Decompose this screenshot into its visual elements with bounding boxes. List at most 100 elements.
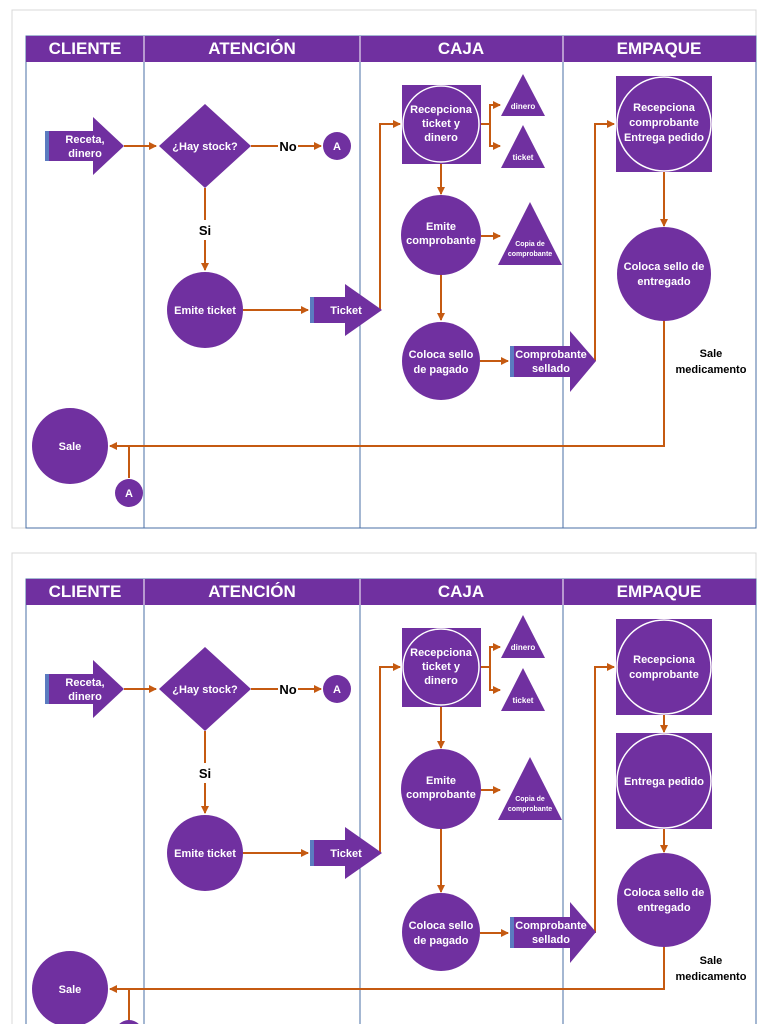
svg-text:A: A: [125, 488, 133, 500]
svg-text:Recepciona: Recepciona: [410, 647, 473, 659]
connector-a-bottom: A: [115, 479, 143, 507]
svg-text:Sale: Sale: [59, 441, 82, 453]
si-label-2: Si: [199, 766, 211, 781]
lane-header-bar: [26, 36, 756, 62]
lane-cliente-2: CLIENTE: [49, 582, 122, 601]
sale-node: Sale: [32, 408, 108, 484]
svg-text:comprobante: comprobante: [508, 806, 552, 813]
svg-text:¿Hay stock?: ¿Hay stock?: [172, 141, 238, 153]
sale-medicamento-label-2: medicamento: [676, 364, 747, 376]
svg-text:dinero: dinero: [511, 102, 536, 111]
recepciona-comprobante-entrega-node: Recepciona comprobante Entrega pedido: [616, 76, 712, 172]
recepciona-comprobante-node-2: Recepciona comprobante: [616, 619, 712, 715]
lane-caja-2: CAJA: [438, 582, 484, 601]
no-label-2: No: [279, 682, 296, 697]
svg-text:Emite ticket: Emite ticket: [174, 848, 236, 860]
emite-ticket-node: Emite ticket: [167, 272, 243, 348]
svg-text:ticket y: ticket y: [422, 661, 461, 673]
svg-text:entregado: entregado: [637, 276, 690, 288]
connector-a-2: A: [323, 675, 351, 703]
svg-text:Recepciona: Recepciona: [410, 104, 473, 116]
copia-comprobante-triangle-2: Copia de comprobante: [498, 757, 562, 820]
connector-a: A: [323, 132, 351, 160]
svg-text:comprobante: comprobante: [508, 251, 552, 258]
sale-medicamento-label: Sale: [700, 348, 723, 360]
copia-comprobante-triangle: Copia de comprobante: [498, 202, 562, 265]
svg-text:Copia de: Copia de: [515, 796, 545, 803]
svg-text:ticket y: ticket y: [422, 118, 461, 130]
svg-text:sellado: sellado: [532, 363, 570, 375]
svg-text:Comprobante: Comprobante: [515, 349, 587, 361]
svg-text:dinero: dinero: [68, 148, 102, 160]
comprobante-sellado-arrow-2: Comprobante sellado: [510, 902, 596, 963]
recepciona-ticket-dinero-2: Recepciona ticket y dinero: [402, 628, 481, 707]
svg-text:comprobante: comprobante: [406, 789, 476, 801]
lane-caja: CAJA: [438, 39, 484, 58]
svg-text:Coloca sello: Coloca sello: [409, 920, 474, 932]
lane-cliente: CLIENTE: [49, 39, 122, 58]
lane-atencion-2: ATENCIÓN: [208, 582, 296, 601]
svg-text:dinero: dinero: [68, 691, 102, 703]
si-label: Si: [199, 223, 211, 238]
svg-text:Entrega pedido: Entrega pedido: [624, 776, 704, 788]
svg-text:¿Hay stock?: ¿Hay stock?: [172, 684, 238, 696]
svg-text:Emite ticket: Emite ticket: [174, 305, 236, 317]
no-label: No: [279, 139, 296, 154]
coloca-sello-pagado-node: Coloca sello de pagado: [402, 322, 480, 400]
hay-stock-decision-2: ¿Hay stock?: [159, 647, 251, 731]
dinero-triangle: dinero: [501, 74, 545, 116]
svg-text:A: A: [333, 684, 341, 696]
coloca-sello-entregado-node: Coloca sello de entregado: [617, 227, 711, 321]
svg-text:Sale: Sale: [59, 984, 82, 996]
coloca-sello-entregado-node-2: Coloca sello de entregado: [617, 853, 711, 947]
svg-text:Coloca sello: Coloca sello: [409, 349, 474, 361]
svg-text:Coloca sello de: Coloca sello de: [624, 887, 705, 899]
svg-text:Recepciona: Recepciona: [633, 102, 696, 114]
svg-text:entregado: entregado: [637, 902, 690, 914]
recepciona-ticket-dinero: Recepciona ticket y dinero: [402, 85, 481, 164]
svg-text:de pagado: de pagado: [413, 364, 468, 376]
sale-medicamento-label-b: Sale: [700, 955, 723, 967]
svg-text:Entrega pedido: Entrega pedido: [624, 132, 704, 144]
svg-text:Copia de: Copia de: [515, 241, 545, 248]
emite-comprobante-node: Emite comprobante: [401, 195, 481, 275]
svg-text:Ticket: Ticket: [330, 305, 362, 317]
svg-text:sellado: sellado: [532, 934, 570, 946]
emite-comprobante-node-2: Emite comprobante: [401, 749, 481, 829]
receta-dinero-arrow: Receta, dinero: [45, 117, 124, 175]
ticket-arrow: Ticket: [310, 284, 382, 336]
svg-text:de pagado: de pagado: [413, 935, 468, 947]
comprobante-sellado-arrow: Comprobante sellado: [510, 331, 596, 392]
lane-empaque-2: EMPAQUE: [617, 582, 702, 601]
flowchart-1: CLIENTE ATENCIÓN CAJA EMPAQUE Receta, di…: [11, 9, 757, 529]
connector-a-bottom-2: [119, 1020, 139, 1024]
svg-text:dinero: dinero: [424, 675, 458, 687]
emite-ticket-node-2: Emite ticket: [167, 815, 243, 891]
coloca-sello-pagado-node-2: Coloca sello de pagado: [402, 893, 480, 971]
dinero-triangle-2: dinero: [501, 615, 545, 658]
ticket-arrow-2: Ticket: [310, 827, 382, 879]
svg-text:Coloca sello de: Coloca sello de: [624, 261, 705, 273]
svg-text:Emite: Emite: [426, 221, 456, 233]
svg-text:dinero: dinero: [424, 132, 458, 144]
lane-atencion: ATENCIÓN: [208, 39, 296, 58]
svg-text:ticket: ticket: [513, 696, 534, 705]
svg-text:Recepciona: Recepciona: [633, 654, 696, 666]
svg-text:Emite: Emite: [426, 775, 456, 787]
receta-dinero-arrow-2: Receta, dinero: [45, 660, 124, 718]
sale-node-2: Sale: [32, 951, 108, 1024]
svg-text:Comprobante: Comprobante: [515, 920, 587, 932]
flowchart-2: CLIENTE ATENCIÓN CAJA EMPAQUE Receta, di…: [11, 552, 757, 1024]
svg-text:Receta,: Receta,: [65, 677, 104, 689]
svg-text:comprobante: comprobante: [629, 117, 699, 129]
lane-header-bar-2: [26, 579, 756, 605]
entrega-pedido-node-2: Entrega pedido: [616, 733, 712, 829]
svg-text:A: A: [333, 141, 341, 153]
ticket-triangle: ticket: [501, 125, 545, 168]
svg-text:Ticket: Ticket: [330, 848, 362, 860]
svg-text:Receta,: Receta,: [65, 134, 104, 146]
svg-text:dinero: dinero: [511, 643, 536, 652]
svg-text:ticket: ticket: [513, 153, 534, 162]
hay-stock-decision: ¿Hay stock?: [159, 104, 251, 188]
